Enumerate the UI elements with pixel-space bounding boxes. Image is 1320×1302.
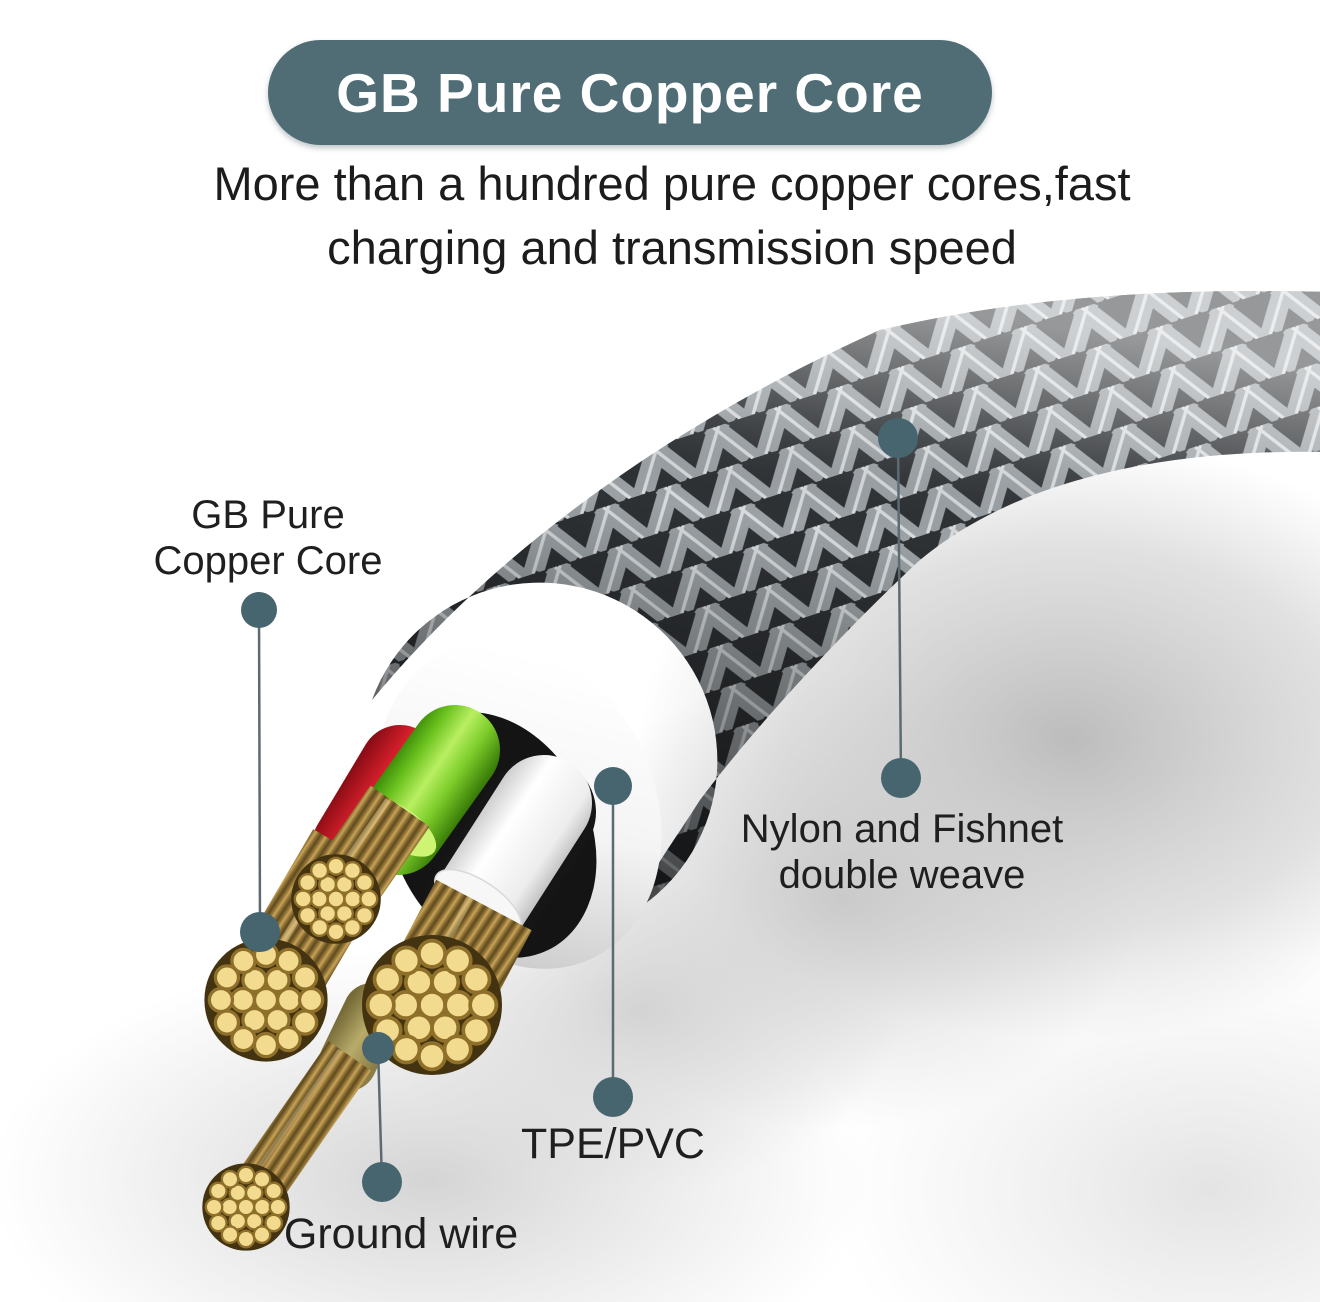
nylon-label-line1: Nylon and Fishnet — [740, 807, 1064, 851]
subtitle: More than a hundred pure copper cores,fa… — [213, 152, 1130, 280]
callout-nylon: Nylon and Fishnet double weave — [741, 806, 1063, 898]
copper-bundle-left — [202, 936, 330, 1064]
copper-core-label-line2: Copper Core — [153, 539, 383, 583]
ground-dot-top — [362, 1032, 394, 1064]
callout-tpe: TPE/PVC — [521, 1120, 705, 1168]
callout-lines — [257, 437, 903, 1183]
callout-ground: Ground wire — [284, 1210, 518, 1258]
nylon-dot-bottom — [881, 758, 921, 798]
tpe-label: TPE/PVC — [521, 1120, 705, 1168]
ground-label: Ground wire — [283, 1210, 519, 1258]
nylon-dot-top — [878, 418, 918, 458]
ground-callout-line — [376, 1047, 384, 1183]
nylon-callout-line — [896, 437, 903, 779]
copper-core-dot-top — [241, 592, 277, 628]
copper-core-dot-bottom — [240, 912, 280, 952]
nylon-label-line2: double weave — [778, 853, 1026, 897]
braid-sleeve — [372, 290, 1320, 912]
subtitle-line-2: charging and transmission speed — [327, 221, 1017, 274]
title-pill: GB Pure Copper Core — [268, 40, 992, 145]
callout-dots — [240, 418, 921, 1202]
page-title: GB Pure Copper Core — [336, 61, 924, 124]
ground-strands — [201, 1162, 291, 1252]
callout-copper-core: GB Pure Copper Core — [153, 492, 382, 584]
ground-dot-bottom — [362, 1162, 402, 1202]
copper-bundle-top — [290, 853, 382, 945]
subtitle-line-1: More than a hundred pure copper cores,fa… — [213, 157, 1131, 210]
tpe-dot-top — [594, 767, 632, 805]
copper-core-label-line1: GB Pure — [191, 493, 345, 537]
copper-core-callout-line — [257, 609, 262, 933]
tpe-dot-bottom — [593, 1077, 633, 1117]
